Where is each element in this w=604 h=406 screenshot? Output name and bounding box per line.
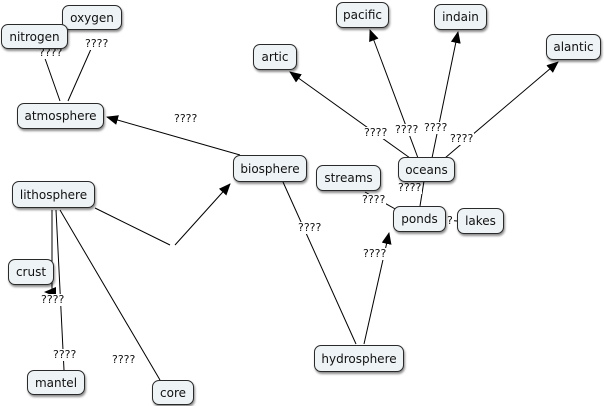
label-streams-ponds: ???? <box>361 193 387 206</box>
node-biosphere[interactable]: biosphere <box>233 155 307 182</box>
node-nitrogen[interactable]: nitrogen <box>1 24 68 49</box>
label-biosphere-atmosphere: ???? <box>173 112 199 125</box>
label-nitrogen-atmosphere: ???? <box>38 46 64 59</box>
node-lakes[interactable]: lakes <box>457 208 504 234</box>
node-indain[interactable]: indain <box>434 4 487 30</box>
node-mantel[interactable]: mantel <box>27 370 85 395</box>
label-lithosphere-core: ???? <box>111 353 137 366</box>
node-artic[interactable]: artic <box>253 44 297 70</box>
link-biosphere-atmosphere <box>106 115 241 156</box>
node-ponds[interactable]: ponds <box>393 206 446 232</box>
label-oceans-artic: ???? <box>363 126 389 139</box>
label-oceans-ponds: ???? <box>397 181 423 194</box>
label-lakes-ponds: ? <box>446 214 454 227</box>
link-oceans-artic <box>289 71 411 159</box>
link-oceans-indain <box>431 31 461 159</box>
label-lithosphere-crust: ???? <box>40 293 66 306</box>
label-biosphere-hydrosphere: ???? <box>297 221 323 234</box>
node-pacific[interactable]: pacific <box>336 2 389 28</box>
link-oxygen-atmosphere <box>67 39 96 102</box>
label-oxygen-atmosphere: ???? <box>84 37 110 50</box>
link-oceans-pacific <box>369 29 419 159</box>
node-hydrosphere[interactable]: hydrosphere <box>314 345 404 372</box>
node-oxygen[interactable]: oxygen <box>62 5 122 30</box>
link-lithosphere-biosphere-tail <box>94 207 171 246</box>
label-hydrosphere-ponds: ???? <box>362 247 388 260</box>
link-lithosphere-core <box>59 209 161 381</box>
link-lithosphere-mantel <box>55 209 65 371</box>
node-crust[interactable]: crust <box>8 259 54 285</box>
node-streams[interactable]: streams <box>316 165 381 191</box>
node-atmosphere[interactable]: atmosphere <box>17 103 104 129</box>
label-oceans-alantic: ???? <box>449 132 475 145</box>
node-core[interactable]: core <box>152 380 194 405</box>
link-biosphere-hydrosphere <box>282 181 357 345</box>
node-alantic[interactable]: alantic <box>546 34 601 60</box>
node-oceans[interactable]: oceans <box>398 157 455 182</box>
label-lithosphere-mantel: ???? <box>52 348 78 361</box>
label-oceans-pacific: ???? <box>394 123 420 136</box>
label-oceans-indain: ???? <box>423 121 449 134</box>
link-lithosphere-biosphere <box>174 183 231 246</box>
node-lithosphere[interactable]: lithosphere <box>12 181 95 208</box>
